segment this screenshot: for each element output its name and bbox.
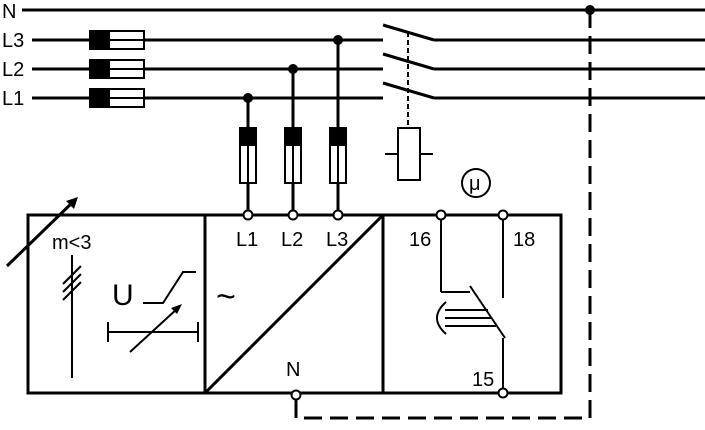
threshold-symbol-icon: [62, 255, 82, 378]
contactor-contacts: [382, 23, 435, 128]
bus-l3-label: L3: [2, 30, 24, 52]
terminal-l3: [332, 209, 344, 221]
m-less-3-label: m<3: [52, 232, 91, 254]
bus-l2-label: L2: [2, 59, 24, 81]
voltage-curve-icon: [143, 271, 196, 304]
branch-fuse-l3: [329, 127, 347, 184]
terminal-16-label: 16: [409, 229, 431, 251]
voltage-u-label: U: [112, 279, 134, 312]
adjust-arrow-icon: [5, 197, 78, 268]
terminal-l2-label: L2: [281, 229, 303, 251]
branch-fuse-l1: [239, 127, 257, 184]
terminal-15-label: 15: [472, 369, 494, 391]
contactor-coil: [385, 127, 433, 181]
terminal-l1: [242, 209, 254, 221]
bus-l1-label: L1: [2, 88, 24, 110]
neutral-dashed-return: [294, 10, 592, 420]
terminal-l3-label: L3: [326, 229, 348, 251]
main-fuse-l3: [89, 30, 145, 50]
ac-symbol: ~: [216, 278, 236, 316]
changeover-contact-icon: [436, 220, 506, 390]
bus-n-label: N: [2, 1, 16, 23]
terminal-l2: [287, 209, 299, 221]
terminal-18: [497, 209, 509, 221]
main-fuse-l1: [89, 88, 145, 108]
terminal-n-label: N: [286, 359, 300, 381]
terminal-15: [497, 387, 509, 399]
terminal-n: [290, 389, 302, 401]
micro-symbol-circle: [461, 168, 491, 198]
terminal-18-label: 18: [513, 229, 535, 251]
micro-symbol: μ: [469, 173, 481, 195]
branch-fuse-l2: [284, 127, 302, 184]
terminal-l1-label: L1: [236, 229, 258, 251]
converter-diagonal: [203, 213, 385, 395]
terminal-16: [435, 209, 447, 221]
main-fuse-l2: [89, 59, 145, 79]
adjust-range-icon: [107, 304, 199, 353]
